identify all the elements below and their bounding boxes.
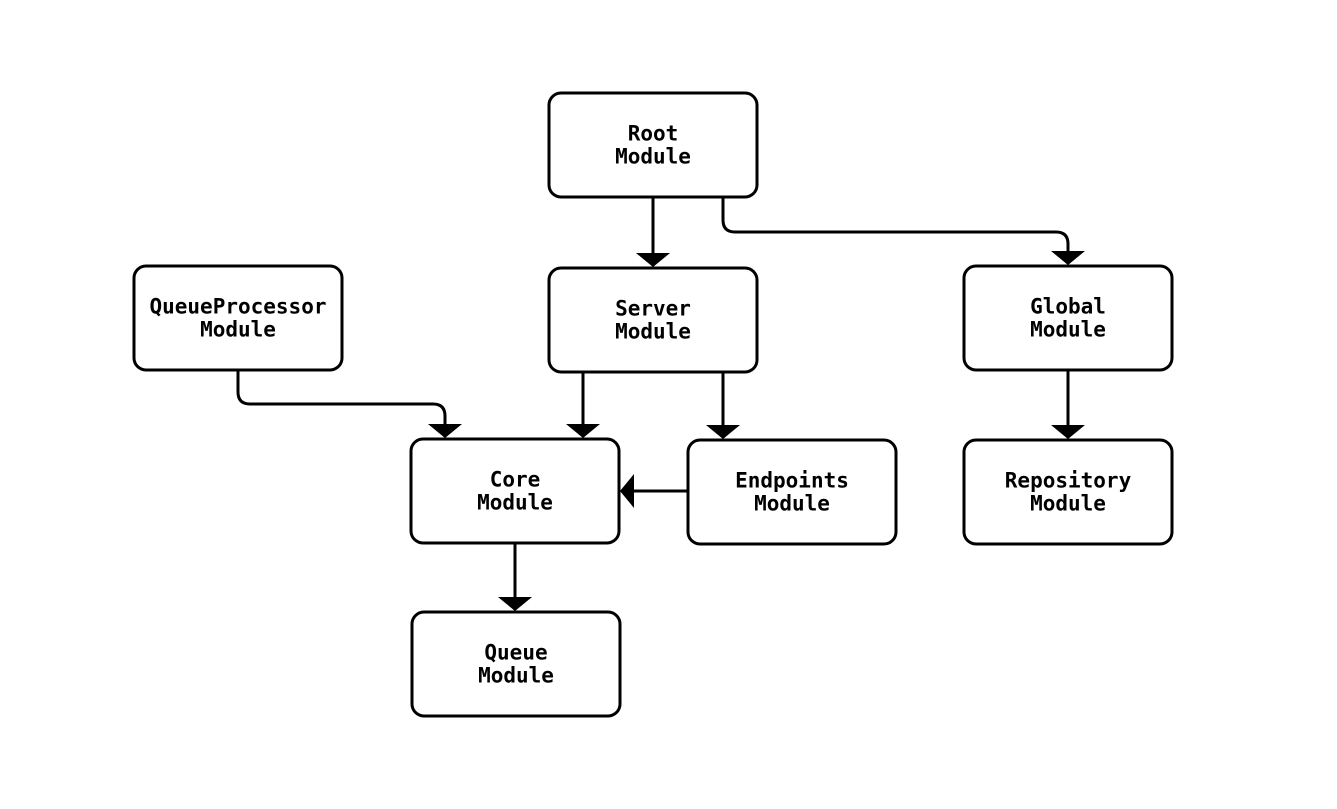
node-queue-module-box <box>410 610 622 718</box>
edges-layer <box>236 198 1085 611</box>
node-queueprocessor-module-box <box>132 264 344 372</box>
node-core-module-box <box>409 437 621 545</box>
edge-root-to-global <box>721 198 1085 265</box>
node-root-module-box <box>547 91 759 199</box>
edge-queueprocessor-to-core <box>236 370 462 438</box>
node-server-module-box <box>547 266 759 374</box>
node-global-module-box <box>962 264 1174 372</box>
node-endpoints-module-box <box>686 438 898 546</box>
node-repository-module-box <box>962 438 1174 546</box>
